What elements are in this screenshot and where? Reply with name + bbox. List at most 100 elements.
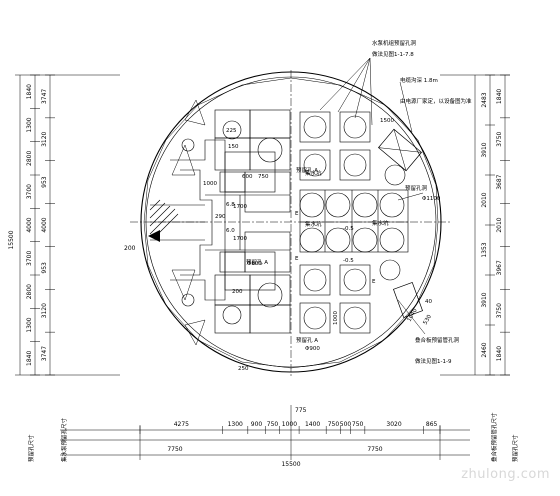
dimension-label: 2800	[26, 151, 33, 166]
left-pump-circles	[181, 120, 283, 325]
inner-label: Φ900	[305, 346, 320, 352]
left-dimension-ticks	[30, 74, 55, 376]
marker-e: E	[295, 211, 299, 217]
annotation-sump-right: 集水坑	[372, 219, 389, 227]
annotation-reserved-a2: 预留孔 A	[246, 258, 268, 266]
dimension-label: 1840	[26, 351, 33, 366]
dimension-label: 953	[41, 176, 48, 188]
left-inner-dimensions: 3747 3120 953 4000 953 3120 3747	[41, 89, 48, 362]
dimension-label: 1300	[26, 117, 33, 132]
inner-label: 1000	[333, 311, 339, 325]
left-outer-dimensions: 1840 1300 2800 3700 4000 3700 2800 1300 1840	[26, 84, 33, 366]
annotation-vertical-left-2: 预留孔尺寸	[27, 434, 35, 462]
inner-label: 1700	[233, 204, 247, 210]
dimension-label: 3750	[496, 131, 503, 146]
marker-e: E	[372, 279, 376, 285]
inner-label: 200	[232, 289, 243, 295]
dimension-label: 2483	[481, 92, 488, 107]
inner-label: 750	[258, 174, 269, 180]
annotation-slab-pipe-openings: 叠合板预留管孔洞	[415, 336, 460, 344]
annotation-reserved-hole: 预留孔洞	[405, 184, 428, 192]
dimension-label: 3700	[26, 184, 33, 199]
right-dimension-ticks	[485, 74, 510, 376]
right-pump-grid	[299, 111, 409, 334]
overall-width-label: 15500	[281, 461, 300, 468]
marker-e: E	[295, 256, 299, 262]
inner-label: Φ600	[247, 261, 262, 267]
dimension-label: 953	[41, 262, 48, 274]
annotation-sump-center-2: 集水坑	[305, 220, 322, 228]
dimension-label: 3120	[41, 303, 48, 318]
watermark: zhulong.com	[461, 467, 550, 482]
annotation-cable-trench-note: 由电源厂家定，以设备图为准	[400, 97, 472, 105]
inner-label: 1500	[380, 118, 394, 124]
overall-height-label: 15500	[8, 230, 15, 249]
dimension-label: 500	[340, 421, 352, 428]
dimension-label: 1300	[26, 317, 33, 332]
annotation-pump-openings-ref: 做法见图1-1-7.8	[372, 50, 414, 58]
dimension-label: 3747	[41, 89, 48, 104]
dimension-label: 3747	[41, 346, 48, 361]
annotation-vertical-right: 叠合板预留管孔尺寸	[490, 412, 498, 462]
dimension-label: 750	[352, 421, 364, 428]
dimension-label: 750	[328, 421, 340, 428]
annotation-vertical-right-2: 预留孔尺寸	[511, 434, 519, 462]
inner-label: 1040	[407, 307, 419, 323]
dimension-label: 3910	[481, 142, 488, 157]
dimension-label: 2010	[496, 217, 503, 232]
dimension-label: 3687	[496, 174, 503, 189]
dimension-label: 1840	[496, 346, 503, 361]
right-inner-dimensions: 1840 3750 3687 2010 3967 3750 1840	[496, 89, 503, 362]
inner-label: 150	[228, 144, 239, 150]
dimension-label: 900	[251, 421, 263, 428]
bottom-dimension-ticks	[139, 426, 441, 434]
annotation-sump-center: 集水坑	[305, 169, 322, 177]
inner-label: 225	[226, 128, 237, 134]
cable-trench-top-right	[378, 128, 422, 172]
dimension-label: 2800	[26, 284, 33, 299]
pipe-opening-bottom-right	[393, 282, 423, 318]
left-shaft-region	[149, 99, 226, 346]
dimension-label: 3967	[496, 260, 503, 275]
dimension-label: 2010	[481, 192, 488, 207]
level-label: -0.5	[343, 258, 354, 264]
dimension-label: 1353	[481, 242, 488, 257]
dimension-label: 1400	[305, 421, 320, 428]
dimension-label: 4000	[41, 217, 48, 232]
inner-label: 1000	[203, 181, 217, 187]
room-grid	[205, 109, 291, 334]
left-entry-arrow	[148, 230, 160, 242]
dimension-label: 3700	[26, 251, 33, 266]
dimension-label: 4000	[26, 217, 33, 232]
dimension-label: 750	[267, 421, 279, 428]
dimension-label: 3120	[41, 131, 48, 146]
dimension-label: 2460	[481, 342, 488, 357]
inner-label: 290	[215, 214, 226, 220]
dimension-label: 1840	[26, 84, 33, 99]
bottom-half-right-label: 7750	[367, 446, 382, 453]
leader-lines	[319, 57, 426, 335]
annotation-reserved-a1: 预留孔 A	[296, 166, 318, 174]
annotation-vertical-left: 集水泵预留孔尺寸	[60, 417, 68, 462]
level-label: -0.5	[343, 226, 354, 232]
inner-label: 1700	[233, 236, 247, 242]
level-label: 6.0	[226, 228, 235, 234]
dimension-label: 865	[426, 421, 438, 428]
annotation-reserved-a3: 预留孔 A	[296, 336, 318, 344]
dimension-label: 4275	[174, 421, 189, 428]
inner-label: 600	[242, 174, 253, 180]
dimension-label: 3750	[496, 303, 503, 318]
dimension-label: 1000	[282, 421, 297, 428]
annotation-cable-trench: 电缆沟深 1.8m	[400, 76, 438, 84]
bottom-center-label: 775	[295, 407, 307, 414]
annotation-pump-openings: 水泵机组预留孔洞	[372, 39, 417, 47]
inner-label: Φ1100	[422, 196, 441, 202]
dimension-label: 3910	[481, 292, 488, 307]
right-outer-dimensions: 2483 3910 2010 1353 3910 2460	[481, 92, 488, 357]
bottom-half-left-label: 7750	[167, 446, 182, 453]
dimension-label: 1840	[496, 89, 503, 104]
level-label: 6.8	[226, 202, 235, 208]
